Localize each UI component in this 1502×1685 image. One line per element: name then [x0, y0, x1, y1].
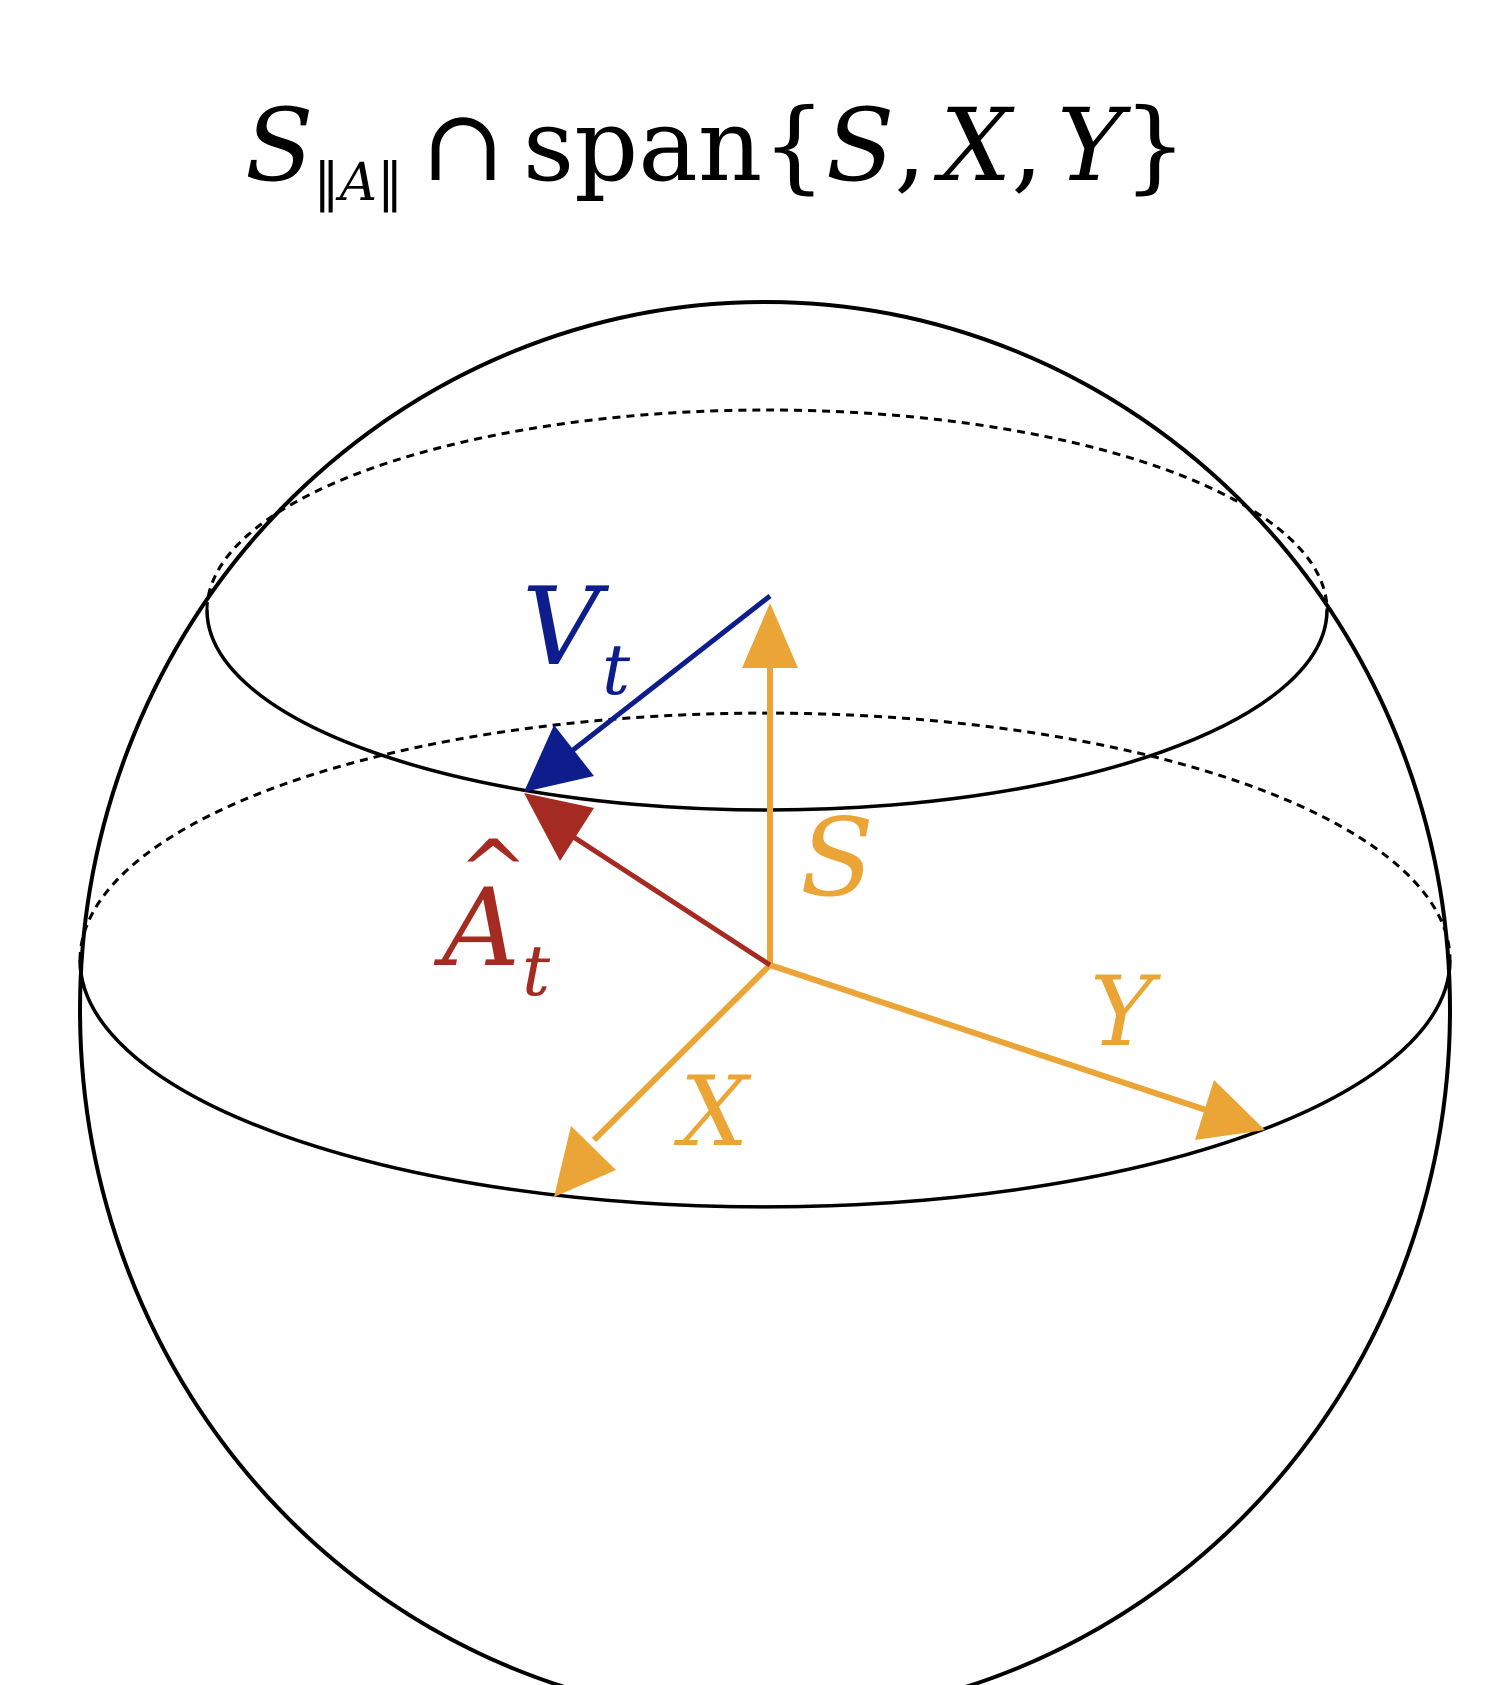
- title-arg-s: S: [826, 87, 895, 204]
- title-span-word: span: [523, 87, 762, 204]
- a-hat-vector: [570, 833, 772, 968]
- v-label: Vt: [522, 565, 631, 711]
- s-label: S: [800, 796, 874, 921]
- a-hat-arrowhead: [524, 793, 594, 861]
- title-cap: ∩: [421, 87, 505, 204]
- title-subscript: ‖A‖: [314, 153, 404, 213]
- x-axis-arrow: [591, 962, 773, 1143]
- title-arg-x: X: [933, 87, 1015, 204]
- equator-back: [78, 711, 1452, 961]
- title-arg-y: Y: [1057, 87, 1131, 204]
- v-vector: [571, 594, 772, 752]
- title-script-s: S: [245, 87, 314, 204]
- title-comma-2: ,: [1011, 87, 1043, 204]
- title-left-brace: {: [762, 87, 826, 204]
- x-axis-arrowhead: [554, 1126, 616, 1197]
- equator-front: [78, 959, 1452, 1209]
- y-axis-arrowhead: [1195, 1080, 1265, 1140]
- y-label: Y: [1090, 956, 1162, 1068]
- s-axis-arrowhead: [742, 603, 798, 668]
- a-hat-caret: ^: [458, 822, 528, 920]
- y-axis-arrow: [769, 962, 1207, 1113]
- v-arrowhead: [524, 725, 594, 792]
- sphere-outline: [78, 300, 1452, 1685]
- x-label: X: [673, 1056, 752, 1168]
- svg-text:S‖A‖∩span{S,X,Y}: S‖A‖∩span{S,X,Y}: [245, 87, 1187, 213]
- title: S‖A‖∩span{S,X,Y}: [245, 87, 1187, 213]
- a-hat-label: ^ At: [433, 822, 551, 1012]
- title-right-brace: }: [1123, 87, 1187, 204]
- upper-circle-back: [205, 408, 1329, 611]
- title-comma-1: ,: [894, 87, 926, 204]
